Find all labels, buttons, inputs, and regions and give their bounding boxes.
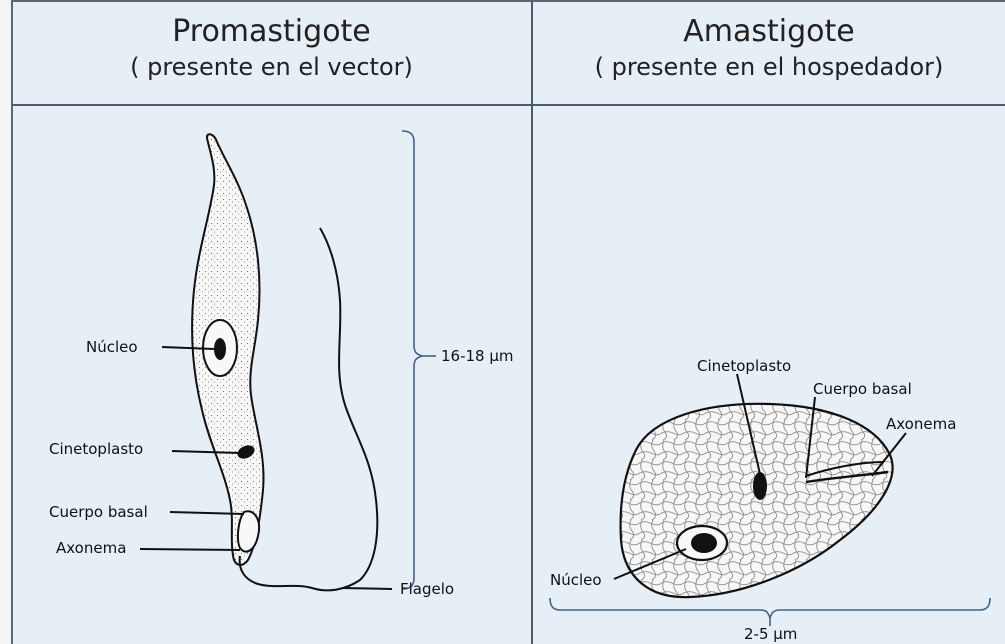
label-size-amastigote: 2-5 µm — [744, 625, 797, 643]
flagellar-pocket — [238, 511, 259, 551]
promastigote-size-bracket — [402, 131, 422, 589]
label-basal-body-right: Cuerpo basal — [813, 380, 912, 398]
label-kinetoplast-right: Cinetoplasto — [697, 357, 791, 375]
label-axoneme-right: Axonema — [886, 415, 956, 433]
label-size-promastigote: 16-18 µm — [441, 347, 514, 365]
label-basal-body-left: Cuerpo basal — [49, 503, 148, 521]
label-axoneme-left: Axonema — [56, 539, 126, 557]
label-nucleus-left: Núcleo — [86, 338, 138, 356]
label-kinetoplast-left: Cinetoplasto — [49, 440, 143, 458]
promastigote-drawing — [140, 131, 436, 590]
label-flagellum: Flagelo — [400, 580, 454, 598]
amastigote-drawing — [550, 374, 990, 626]
flagellum-pointer — [342, 588, 392, 589]
amastigote-kinetoplast — [753, 472, 767, 500]
amastigote-size-bracket — [550, 598, 990, 618]
amastigote-nucleolus — [691, 533, 717, 553]
axoneme-pointer-left — [140, 549, 240, 550]
label-nucleus-right: Núcleo — [550, 571, 602, 589]
promastigote-nucleolus — [214, 338, 226, 360]
amastigote-body — [621, 404, 893, 597]
